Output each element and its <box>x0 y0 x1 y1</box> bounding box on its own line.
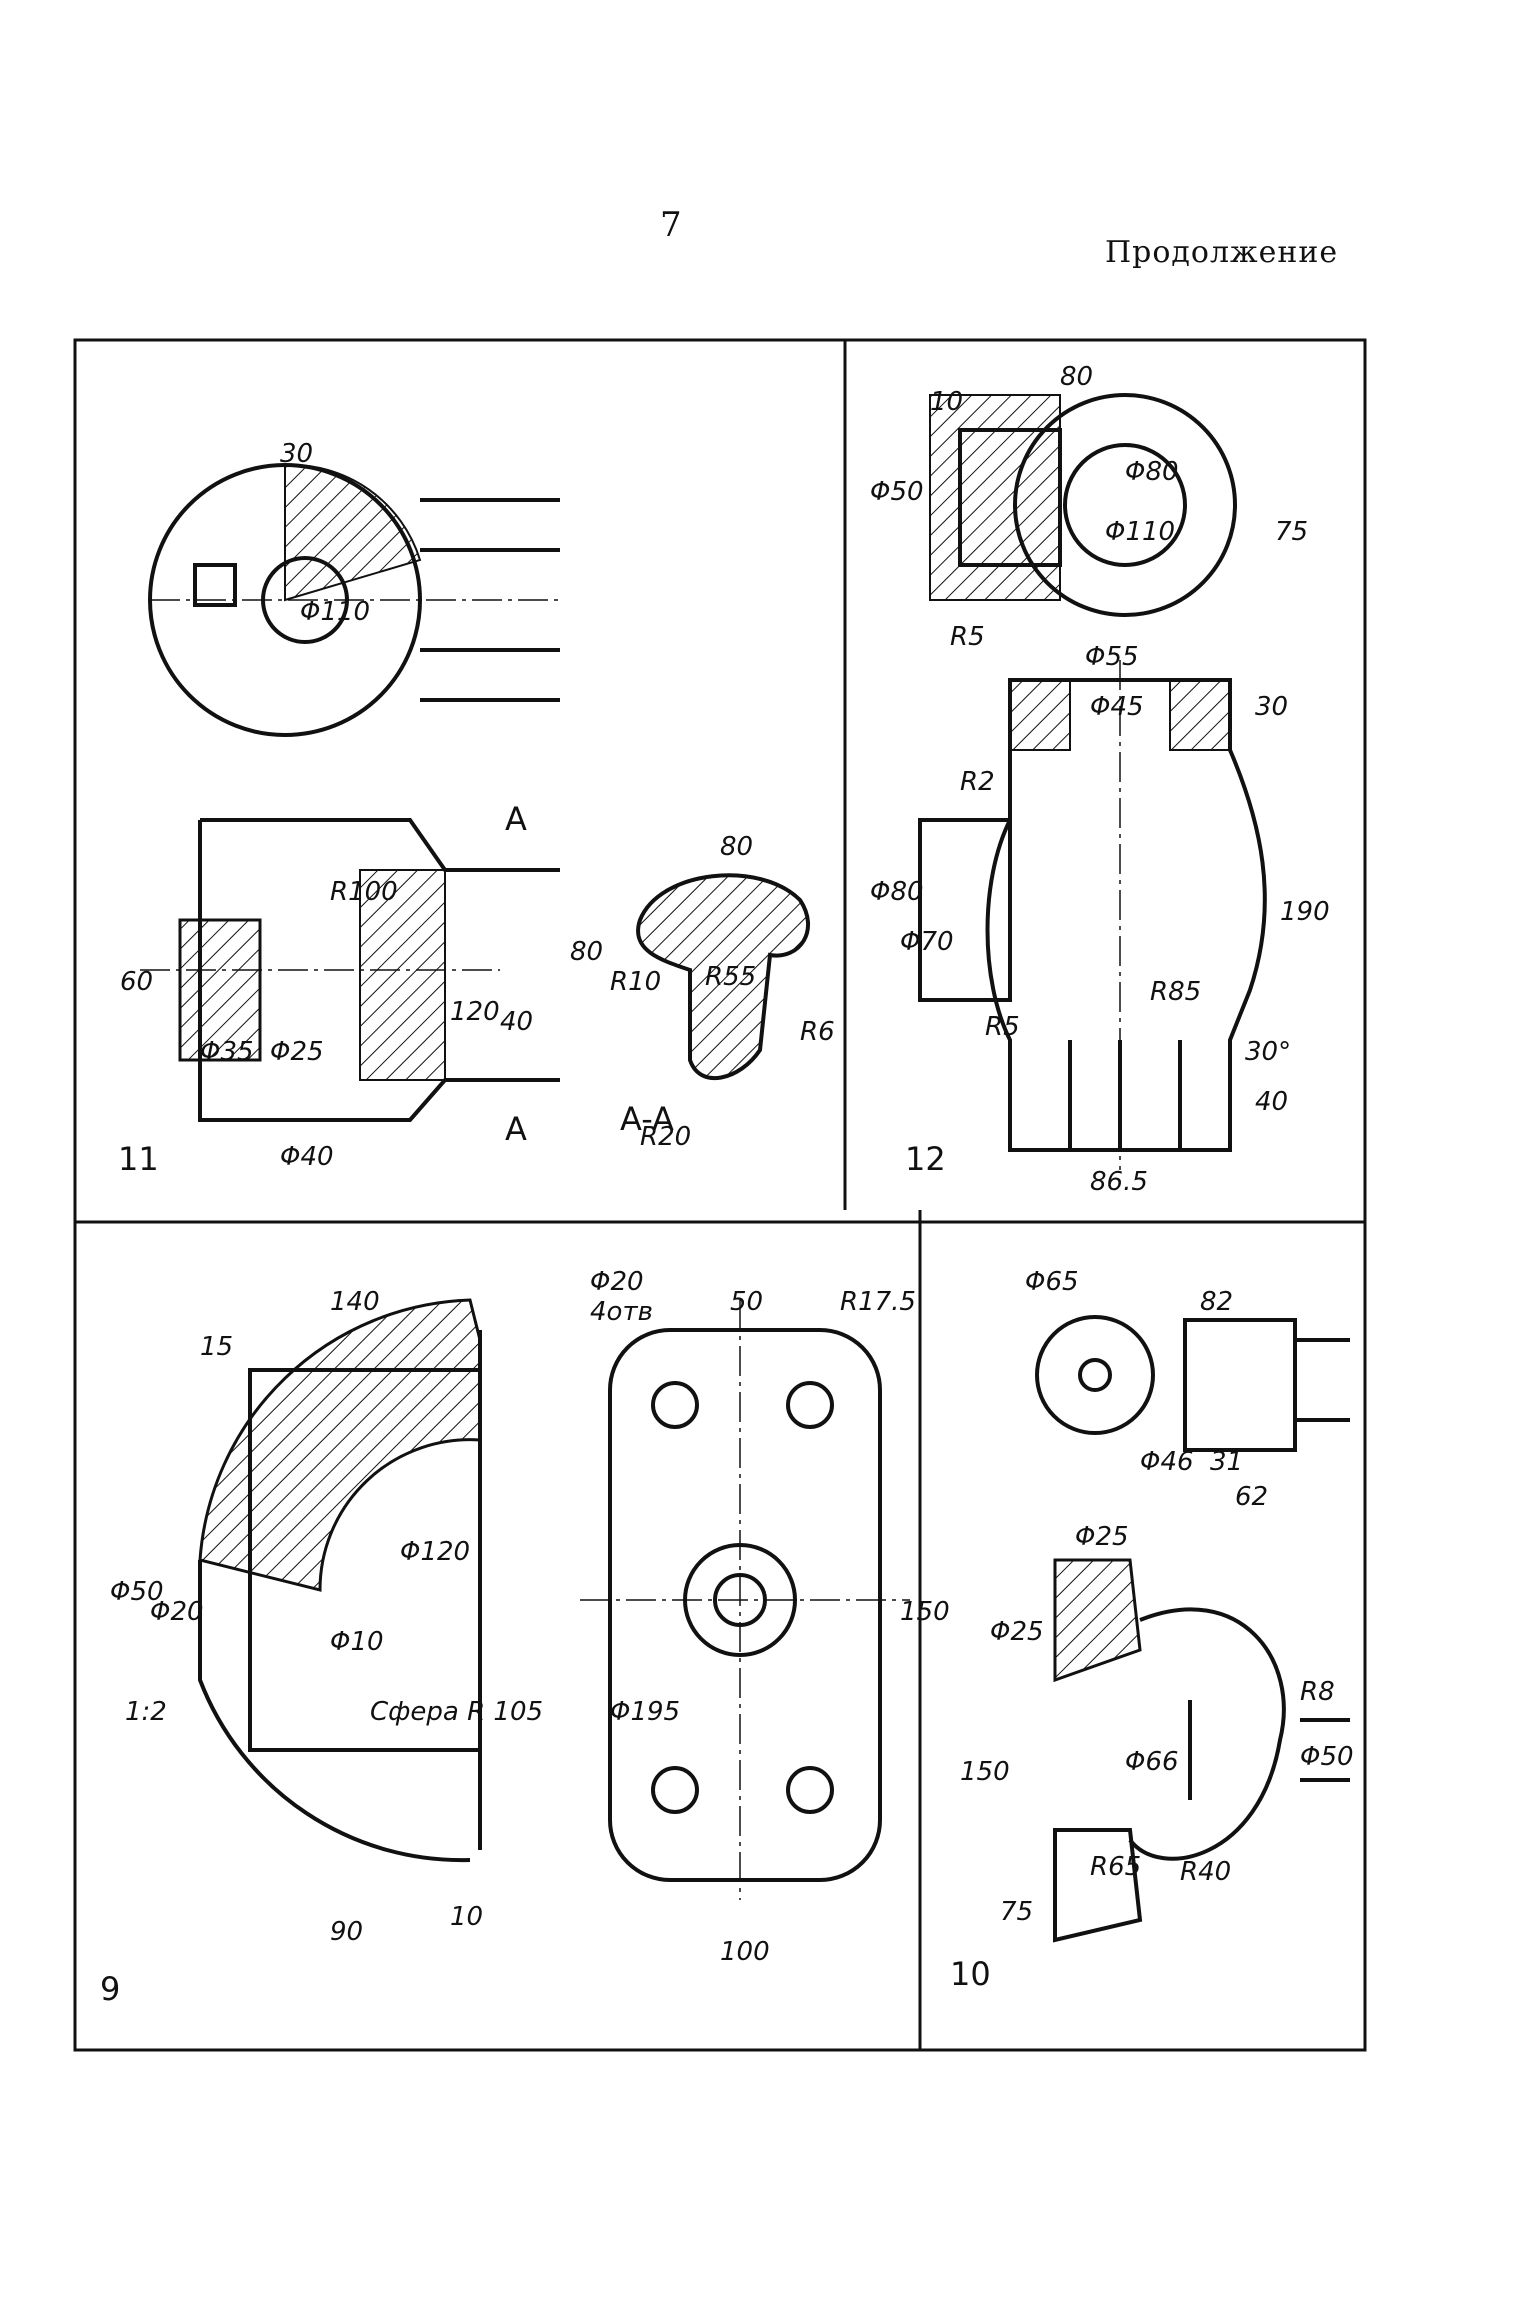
dim-12-3: Φ80 <box>1125 457 1179 487</box>
dim-11-1: Φ110 <box>300 597 370 627</box>
dim-12-1: 10 <box>930 387 963 417</box>
panel-10-labels: 10 Φ65 82 Φ46 31 62 Φ25 Φ25 150 Φ66 R8 Φ… <box>950 1267 1354 1993</box>
dim-12-12: Φ70 <box>900 927 954 957</box>
dim-12-5: 75 <box>1275 517 1308 547</box>
dim-11-12: R55 <box>705 962 756 992</box>
panel-11-labels: 11 A-A 30 Φ110 R100 60 Φ35 Φ25 120 40 80… <box>118 439 835 1178</box>
continuation-note: Продолжение <box>1105 235 1339 270</box>
dim-11-5: Φ25 <box>270 1037 324 1067</box>
dim-12-15: R5 <box>985 1012 1020 1042</box>
panel-12-number: 12 <box>905 1140 946 1178</box>
dim-9-10: Φ20 <box>590 1267 644 1297</box>
dim-12-13: 190 <box>1280 897 1330 927</box>
dim-12-7: Φ55 <box>1085 642 1139 672</box>
dim-10-3: 31 <box>1210 1447 1243 1477</box>
dim-10-0: Φ65 <box>1025 1267 1079 1297</box>
dim-11-2: R100 <box>330 877 398 907</box>
dim-10-4: 62 <box>1235 1482 1268 1512</box>
panel-10-number: 10 <box>950 1955 991 1993</box>
dim-9-6: Сфера R 105 <box>370 1697 543 1727</box>
dim-11-11: R10 <box>610 967 661 997</box>
dim-9-7: 1:2 <box>125 1697 167 1727</box>
dim-10-9: R8 <box>1300 1677 1335 1707</box>
dim-12-18: 86.5 <box>1090 1167 1148 1197</box>
dim-12-6: R5 <box>950 622 985 652</box>
dim-10-11: R65 <box>1090 1852 1141 1882</box>
dim-10-5: Φ25 <box>1075 1522 1129 1552</box>
panel-10 <box>1035 1315 1350 1943</box>
dim-10-6: Φ25 <box>990 1617 1044 1647</box>
dim-12-16: 40 <box>1255 1087 1288 1117</box>
dim-12-0: 80 <box>1060 362 1093 392</box>
cut-mark-top: A <box>505 800 527 838</box>
dim-11-7: 40 <box>500 1007 533 1037</box>
page-number: 7 <box>660 205 682 245</box>
dim-9-3: Φ20 <box>150 1597 204 1627</box>
panel-9-labels: 9 140 15 Φ50 Φ20 Φ10 Φ120 Сфера R 105 1:… <box>100 1267 950 2008</box>
dim-11-9: Φ40 <box>280 1142 334 1172</box>
section-label: A-A <box>620 1100 674 1138</box>
dim-11-6: 120 <box>450 997 500 1027</box>
panel-11 <box>140 463 811 1122</box>
dim-9-14: 150 <box>900 1597 950 1627</box>
dim-12-9: 30 <box>1255 692 1288 722</box>
dim-9-2: Φ50 <box>110 1577 164 1607</box>
dim-12-2: Φ50 <box>870 477 924 507</box>
dim-11-8: 80 <box>570 937 603 967</box>
panel-11-number: 11 <box>118 1140 159 1178</box>
dim-10-13: 75 <box>1000 1897 1033 1927</box>
dim-12-8: Φ45 <box>1090 692 1144 722</box>
dim-12-11: Φ80 <box>870 877 924 907</box>
dim-10-12: R40 <box>1180 1857 1231 1887</box>
dim-10-2: Φ46 <box>1140 1447 1194 1477</box>
panel-9 <box>198 1298 910 1900</box>
dim-11-4: Φ35 <box>200 1037 254 1067</box>
dim-11-13: R6 <box>800 1017 835 1047</box>
dim-9-12: 50 <box>730 1287 763 1317</box>
dim-10-10: Φ50 <box>1300 1742 1354 1772</box>
dim-9-4: Φ10 <box>330 1627 384 1657</box>
dim-9-16: 100 <box>720 1937 770 1967</box>
panel-12-labels: 12 80 10 Φ50 Φ80 Φ110 75 R5 Φ55 Φ45 30 R… <box>870 362 1330 1197</box>
dim-11-0: 30 <box>280 439 313 469</box>
dim-12-4: Φ110 <box>1105 517 1175 547</box>
dim-9-11: 4отв <box>590 1297 653 1327</box>
dim-12-17: 30° <box>1245 1037 1291 1067</box>
dim-12-14: R85 <box>1150 977 1201 1007</box>
dim-11-14: R20 <box>640 1122 691 1152</box>
dim-10-8: Φ66 <box>1125 1747 1179 1777</box>
dim-9-15: Φ195 <box>610 1697 680 1727</box>
dim-9-0: 140 <box>330 1287 380 1317</box>
dim-9-13: R17.5 <box>840 1287 916 1317</box>
dim-9-1: 15 <box>200 1332 233 1362</box>
cut-mark-bottom: A <box>505 1110 527 1148</box>
sheet-frame <box>73 338 1367 2052</box>
dim-11-3: 60 <box>120 967 153 997</box>
dim-10-1: 82 <box>1200 1287 1233 1317</box>
dim-9-8: 90 <box>330 1917 363 1947</box>
dim-9-9: 10 <box>450 1902 483 1932</box>
dim-10-7: 150 <box>960 1757 1010 1787</box>
panel-12 <box>918 393 1267 1170</box>
panel-9-number: 9 <box>100 1970 120 2008</box>
dim-11-10: 80 <box>720 832 753 862</box>
dim-12-10: R2 <box>960 767 995 797</box>
dim-9-5: Φ120 <box>400 1537 470 1567</box>
